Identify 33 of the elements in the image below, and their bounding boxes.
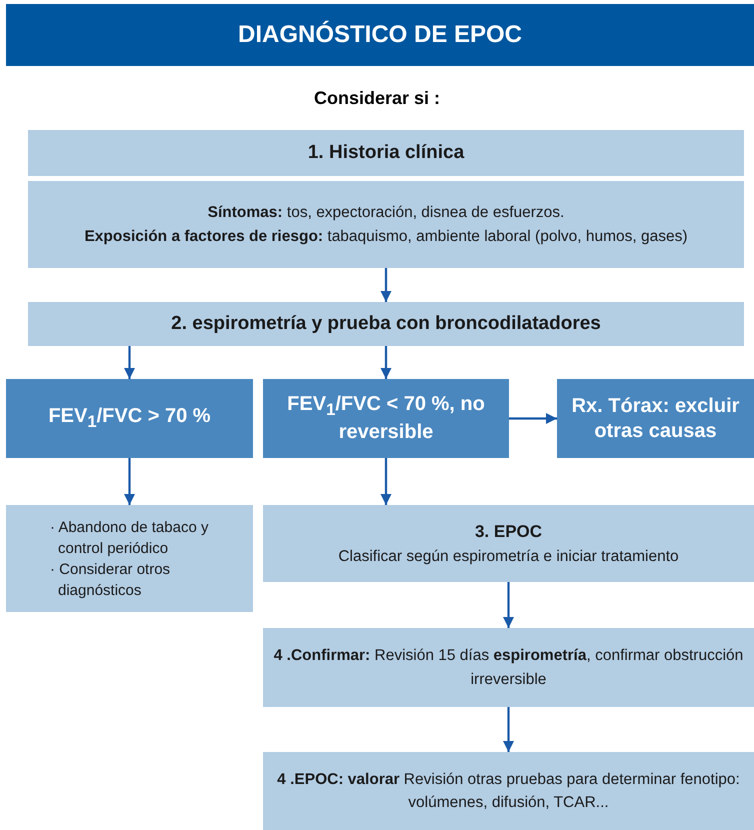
arrow xyxy=(503,707,514,752)
step-text: Clasificar según espirometría e iniciar tratamiento xyxy=(338,546,679,567)
step-box xyxy=(263,628,754,707)
info-box xyxy=(28,181,744,268)
step-box xyxy=(263,752,754,830)
action-box xyxy=(557,379,754,458)
step-text: FEV$_{1}$/FVC > 70 % xyxy=(48,404,211,433)
step-text: Exposición a factores de riesgo: tabaquismo, ambiente laboral (polvo, humos, gases) xyxy=(84,226,688,246)
title-banner: DIAGNÓSTICO DE EPOC xyxy=(6,4,754,66)
result-box xyxy=(263,379,509,458)
arrow xyxy=(503,582,514,628)
step-text: 4 .EPOC: valorar Revisión otras pruebas para determinar fenotipo: volúmenes, difusión, TCAR... xyxy=(276,770,741,813)
step-text: 2. espirometría y prueba con broncodilatadores xyxy=(171,313,601,335)
recommendation-box xyxy=(6,505,253,612)
arrow xyxy=(124,346,135,379)
step-box xyxy=(263,505,754,582)
step-title: 3. EPOC xyxy=(474,521,542,544)
arrow xyxy=(509,413,557,424)
step-text: Rx. Tórax: excluir otras causas xyxy=(570,394,740,444)
arrow xyxy=(380,346,392,379)
arrow xyxy=(124,458,135,505)
step-text: 4 .Confirmar: Revisión 15 días espirometría, confirmar obstrucción irreversible xyxy=(272,646,744,690)
step-text: · Considerar otros diagnósticos xyxy=(50,560,172,600)
step-text: Síntomas: tos, expectoración, disnea de esfuerzos. xyxy=(208,203,564,224)
step-text: · Abandono de tabaco y control periódico xyxy=(50,518,210,558)
subheading: Considerar si : xyxy=(314,88,440,109)
step-header xyxy=(28,130,744,176)
arrow xyxy=(380,458,392,505)
step-header xyxy=(28,302,744,346)
result-box xyxy=(6,379,253,458)
step-text: 1. Historia clínica xyxy=(308,142,464,164)
arrow xyxy=(380,268,392,302)
step-text: FEV$_{1}$/FVC < 70 %, no reversible xyxy=(286,392,486,446)
